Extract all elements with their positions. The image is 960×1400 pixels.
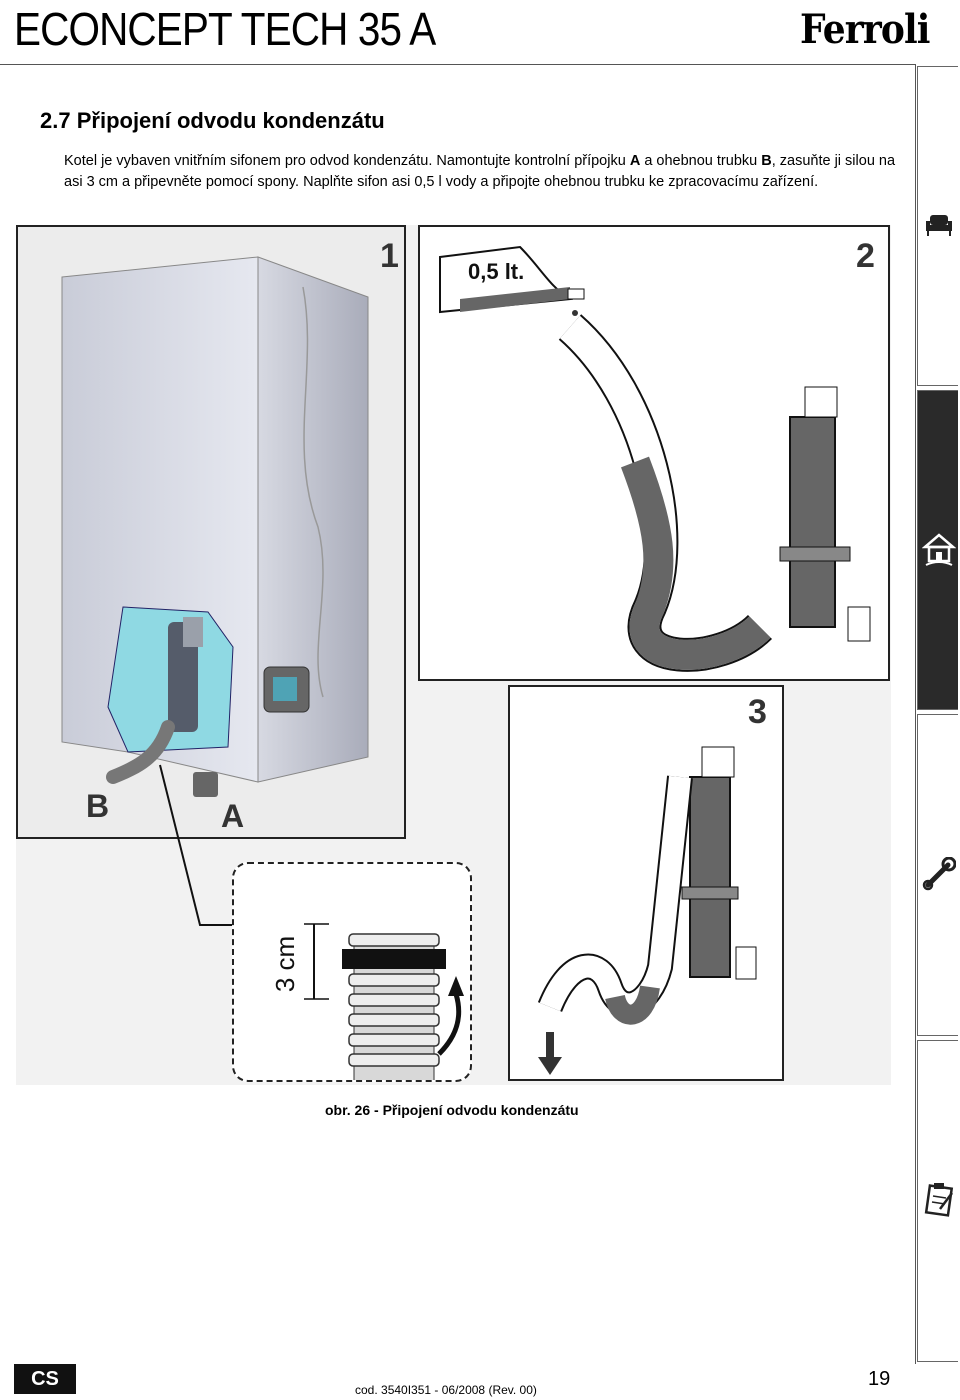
clipboard-icon bbox=[924, 1183, 954, 1217]
measure-label: 3 cm bbox=[270, 936, 300, 992]
section-title: Připojení odvodu kondenzátu bbox=[76, 108, 385, 133]
para-label-b: B bbox=[761, 153, 772, 169]
bottle-label: 0,5 lt. bbox=[468, 259, 524, 284]
wrench-icon bbox=[922, 857, 956, 891]
panel-1-number: 1 bbox=[380, 237, 399, 275]
para-text-2: a ohebnou trubku bbox=[640, 153, 762, 169]
side-tab-installation[interactable] bbox=[917, 390, 958, 710]
sofa-icon bbox=[926, 215, 952, 236]
house-icon bbox=[922, 533, 956, 566]
figure-panel-3: 3 bbox=[508, 685, 784, 1081]
panel-3-number: 3 bbox=[748, 693, 767, 731]
para-label-a: A bbox=[629, 153, 641, 169]
para-text-3: , zasuňte ji silou na asi 3 cm a připevn… bbox=[64, 153, 896, 190]
margin-rule bbox=[915, 64, 916, 1364]
panel-2-number: 2 bbox=[856, 237, 875, 275]
section-number: 2.7 bbox=[40, 108, 71, 133]
figure-panel-1: 1 B A bbox=[16, 225, 406, 839]
label-b: B bbox=[86, 788, 109, 824]
figure-panel-2: 2 0,5 lt. bbox=[418, 225, 890, 681]
section-heading: 2.7 Připojení odvodu kondenzátu bbox=[40, 108, 385, 134]
page-number: 19 bbox=[868, 1368, 891, 1390]
detail-inset: 3 cm bbox=[232, 862, 472, 1085]
siphon-fill-illustration: 2 0,5 lt. bbox=[439, 237, 875, 672]
siphon-connect-illustration: 3 bbox=[537, 693, 767, 1075]
ferroli-logo: Ferroli bbox=[800, 6, 930, 53]
para-text-1: Kotel je vybaven vnitřním sifonem pro od… bbox=[64, 153, 630, 169]
label-a: A bbox=[221, 798, 244, 834]
boiler-illustration: 1 B A bbox=[61, 237, 399, 834]
hose-detail-illustration: 3 cm bbox=[270, 923, 464, 1085]
document-code: cod. 3540I351 - 06/2008 (Rev. 00) bbox=[355, 1383, 537, 1397]
side-tab-user[interactable] bbox=[917, 66, 958, 386]
side-tab-service[interactable] bbox=[917, 714, 958, 1036]
document-title: ECONCEPT TECH 35 A bbox=[14, 3, 436, 55]
figure-caption: obr. 26 - Připojení odvodu kondenzátu bbox=[325, 1102, 579, 1118]
instruction-paragraph: Kotel je vybaven vnitřním sifonem pro od… bbox=[64, 151, 904, 193]
language-badge: CS bbox=[14, 1364, 76, 1394]
side-tab-data[interactable] bbox=[917, 1040, 958, 1362]
header-rule bbox=[0, 64, 916, 65]
